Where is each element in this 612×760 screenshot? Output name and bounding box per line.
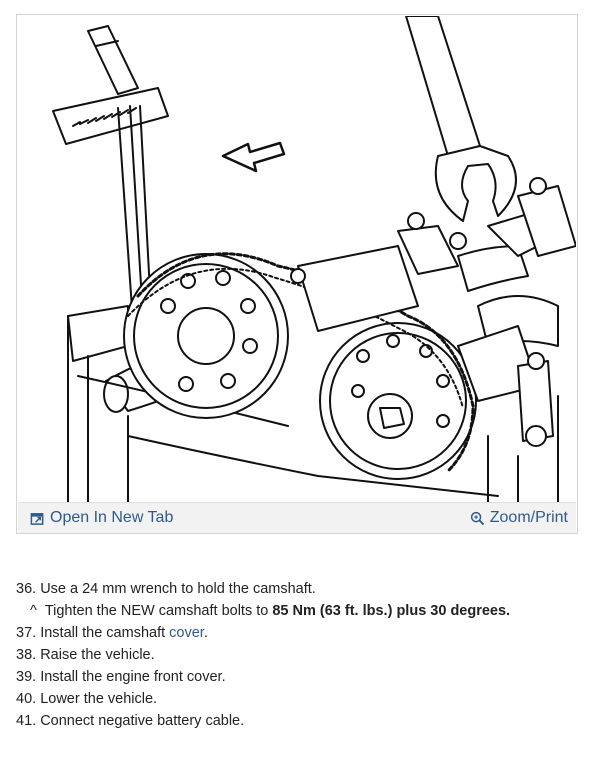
illustration-figure: Open In New Tab Zoom/Print bbox=[16, 14, 578, 534]
procedure-steps: 36. Use a 24 mm wrench to hold the camsh… bbox=[16, 578, 596, 732]
step-text: Lower the vehicle. bbox=[40, 691, 158, 707]
figure-toolbar: Open In New Tab Zoom/Print bbox=[18, 502, 576, 533]
step-40: 40. Lower the vehicle. bbox=[16, 688, 596, 710]
cover-link[interactable]: cover bbox=[169, 625, 204, 641]
step-number: 40. bbox=[16, 691, 37, 707]
camshaft-illustration bbox=[52, 16, 576, 502]
zoom-print-button[interactable]: Zoom/Print bbox=[470, 509, 568, 527]
step-number: 36. bbox=[16, 581, 37, 597]
step-text-end: . bbox=[203, 625, 208, 641]
open-in-new-tab-label: Open In New Tab bbox=[50, 509, 174, 526]
open-in-new-tab-button[interactable]: Open In New Tab bbox=[30, 509, 173, 527]
step-number: 41. bbox=[16, 713, 37, 729]
step-number: 38. bbox=[16, 647, 37, 663]
step-37: 37. Install the camshaft cover. bbox=[16, 622, 596, 644]
step-41: 41. Connect negative battery cable. bbox=[16, 710, 596, 732]
step-39: 39. Install the engine front cover. bbox=[16, 666, 596, 688]
torque-spec: 85 Nm (63 ft. lbs.) plus 30 degrees. bbox=[272, 603, 511, 619]
zoom-print-label: Zoom/Print bbox=[489, 509, 568, 526]
step-text: Install the engine front cover. bbox=[40, 669, 226, 685]
substep-torque: ^ Tighten the NEW camshaft bolts to 85 Nm… bbox=[16, 600, 596, 622]
step-text: Use a 24 mm wrench to hold the camshaft. bbox=[40, 581, 316, 597]
open-tab-icon bbox=[30, 512, 44, 525]
step-text: Raise the vehicle. bbox=[40, 647, 155, 663]
substep-text: Tighten the NEW camshaft bolts to bbox=[44, 603, 273, 619]
step-text: Connect negative battery cable. bbox=[40, 713, 245, 729]
step-text: Install the camshaft bbox=[40, 625, 170, 641]
step-38: 38. Raise the vehicle. bbox=[16, 644, 596, 666]
caret-bullet: ^ bbox=[30, 603, 37, 619]
step-number: 39. bbox=[16, 669, 37, 685]
magnifier-icon bbox=[470, 511, 485, 525]
step-36: 36. Use a 24 mm wrench to hold the camsh… bbox=[16, 578, 596, 600]
step-number: 37. bbox=[16, 625, 37, 641]
